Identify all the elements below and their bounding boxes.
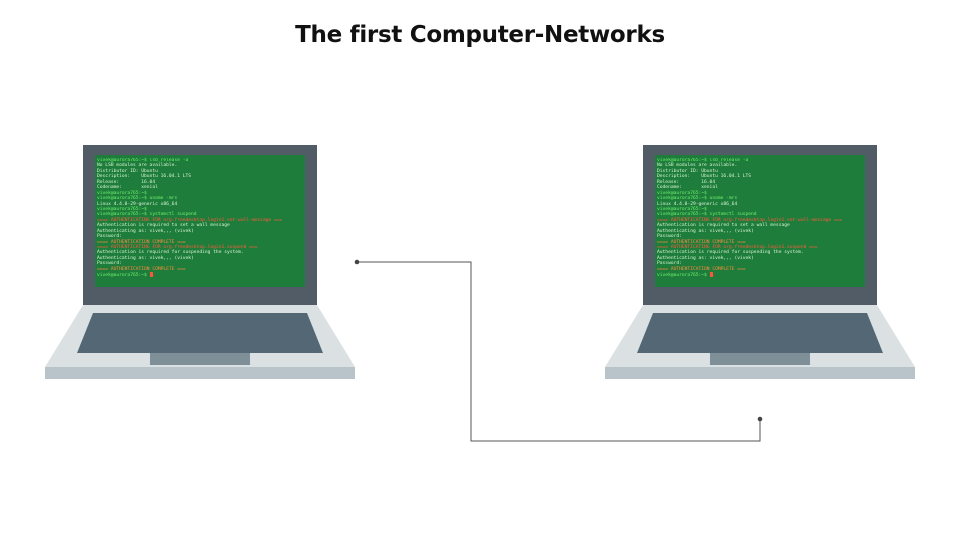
terminal-line: vivek@aurora765:~$ systemctl suspend: [97, 212, 197, 218]
terminal-line: Codename: xenial: [97, 185, 158, 191]
laptop-base: [605, 367, 915, 379]
terminal-line: vivek@aurora765:~$ uname -mrs: [657, 196, 738, 202]
terminal-line: vivek@aurora765:~$ lsb_release -a: [97, 158, 189, 163]
terminal-line: vivek@aurora765:~$ uname -mrs: [97, 196, 178, 202]
cable-endpoint-right: [757, 416, 763, 422]
terminal-line: Authentication is required for suspendin…: [657, 250, 804, 256]
terminal-line: Linux 4.4.0-29-generic x86_64: [97, 201, 178, 207]
laptop-base: [45, 367, 355, 379]
terminal-line: Authenticating as: vivek,,, (vivek): [97, 255, 194, 261]
terminal-line: Authentication is required for suspendin…: [97, 250, 244, 256]
terminal-line: No LSB modules are available.: [657, 163, 738, 169]
terminal-line: ==== AUTHENTICATION COMPLETE ===: [97, 266, 186, 272]
terminal-line: Codename: xenial: [657, 185, 718, 191]
terminal-line: Linux 4.4.0-29-generic x86_64: [657, 201, 738, 207]
terminal-line: ==== AUTHENTICATING FOR org.freedesktop.…: [657, 217, 843, 223]
laptop-touchpad: [710, 353, 810, 365]
terminal-line: Password:: [657, 261, 682, 267]
terminal-line: Authentication is required to set a wall…: [657, 223, 790, 229]
terminal-line: Authenticating as: vivek,,, (vivek): [657, 255, 754, 261]
laptop-touchpad: [150, 353, 250, 365]
terminal-line: Release: 16.04: [97, 179, 156, 185]
terminal-line: Password:: [657, 234, 682, 240]
terminal-line: vivek@aurora765:~$: [657, 206, 707, 212]
terminal-line: Release: 16.04: [657, 179, 716, 185]
terminal-line: ==== AUTHENTICATING FOR org.freedesktop.…: [657, 245, 818, 250]
laptop-body: [45, 145, 355, 379]
terminal-line: ==== AUTHENTICATION COMPLETE ===: [657, 266, 746, 272]
terminal-line: No LSB modules are available.: [97, 163, 178, 169]
terminal-line: Distributor ID: Ubuntu: [97, 168, 158, 174]
terminal-line: vivek@aurora765:~$: [97, 190, 147, 196]
terminal-line: vivek@aurora765:~$: [97, 272, 305, 278]
laptop-keyboard: [637, 313, 883, 353]
terminal-cursor: [149, 272, 153, 278]
terminal-line: Authentication is required to set a wall…: [97, 223, 230, 229]
terminal-line: Authenticating as: vivek,,, (vivek): [97, 228, 194, 234]
terminal-line: Password:: [97, 261, 122, 267]
terminal-line: vivek@aurora765:~$: [97, 206, 147, 212]
terminal-line: Description: Ubuntu 16.04.1 LTS: [657, 174, 752, 180]
terminal-line: vivek@aurora765:~$: [657, 190, 707, 196]
slide-title: The first Computer-Networks: [295, 22, 665, 48]
terminal-line: Password:: [97, 234, 122, 240]
terminal-line: Authenticating as: vivek,,, (vivek): [657, 228, 754, 234]
terminal-line: Description: Ubuntu 16.04.1 LTS: [97, 174, 192, 180]
terminal-line: ==== AUTHENTICATING FOR org.freedesktop.…: [97, 245, 258, 250]
terminal-line: vivek@aurora765:~$ lsb_release -a: [657, 158, 749, 163]
cable-endpoint-left: [354, 259, 360, 265]
laptop-screen: [95, 155, 305, 287]
laptop-keyboard: [77, 313, 323, 353]
cable-line: [357, 261, 761, 442]
terminal-line: ==== AUTHENTICATING FOR org.freedesktop.…: [97, 217, 283, 223]
terminal-cursor: [709, 272, 713, 278]
terminal-line: ==== AUTHENTICATION COMPLETE ===: [97, 239, 186, 245]
terminal-line: Distributor ID: Ubuntu: [657, 168, 718, 174]
terminal-line: vivek@aurora765:~$ systemctl suspend: [657, 212, 757, 218]
terminal-line: ==== AUTHENTICATION COMPLETE ===: [657, 239, 746, 245]
terminal-line: vivek@aurora765:~$: [657, 272, 865, 278]
laptop-screen: [655, 155, 865, 287]
laptop-body: [605, 145, 915, 379]
